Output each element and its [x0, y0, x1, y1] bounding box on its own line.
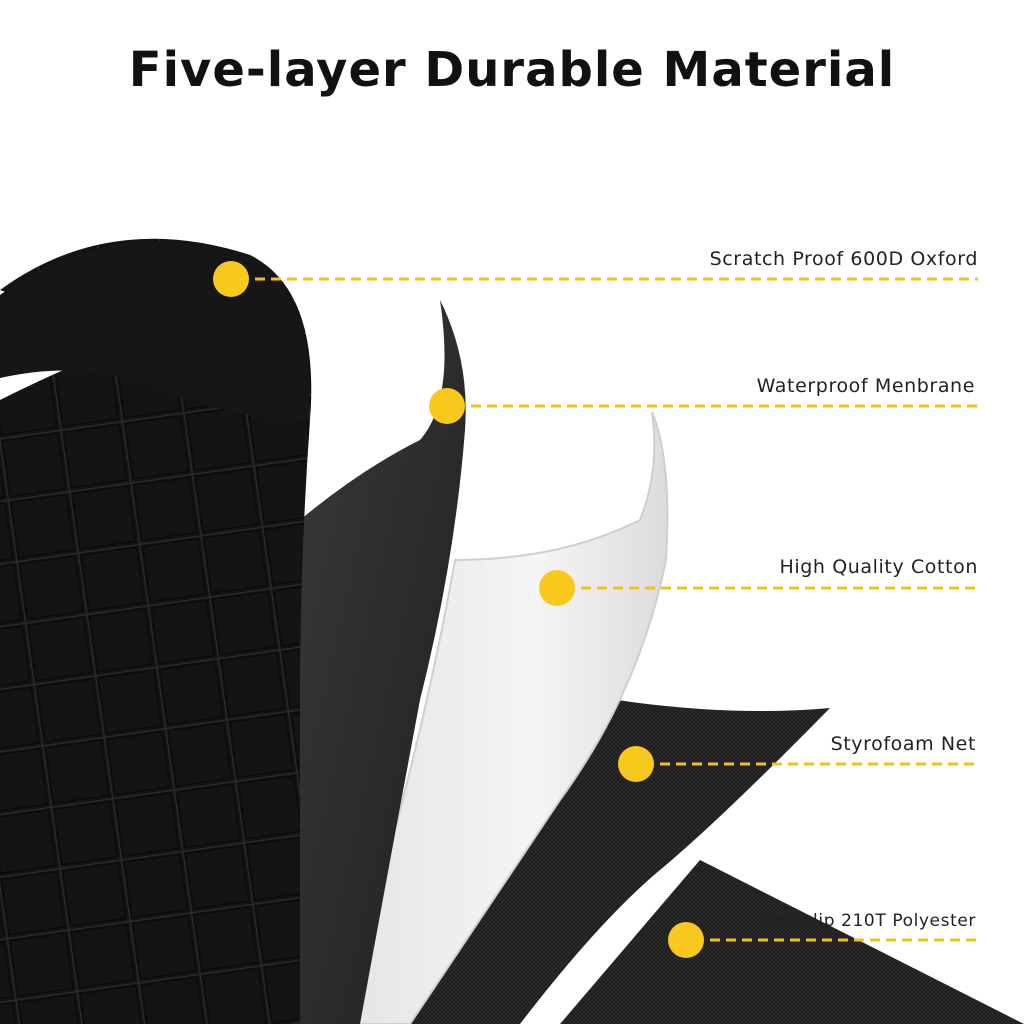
polyester-layer — [560, 860, 1024, 1024]
cotton-layer — [338, 411, 669, 1024]
label-styrofoam-net-layer: Styrofoam Net — [830, 733, 976, 755]
styrofoam-net-layer — [360, 695, 830, 1024]
oxford-layer — [0, 238, 312, 1024]
label-oxford-layer: Scratch Proof 600D Oxford — [709, 248, 978, 270]
marker-dot-3 — [539, 570, 575, 606]
membrane-layer — [300, 300, 466, 1024]
label-polyester-layer: Non-slip 210T Polyester — [761, 911, 976, 931]
marker-dot-5 — [668, 922, 704, 958]
marker-dot-1 — [213, 261, 249, 297]
marker-dot-2 — [429, 388, 465, 424]
label-cotton-layer: High Quality Cotton — [779, 556, 978, 578]
page-title: Five-layer Durable Material — [128, 42, 896, 98]
label-membrane-layer: Waterproof Menbrane — [756, 375, 975, 397]
layer-markers — [213, 261, 704, 958]
leader-lines — [255, 277, 980, 942]
marker-dot-4 — [618, 746, 654, 782]
